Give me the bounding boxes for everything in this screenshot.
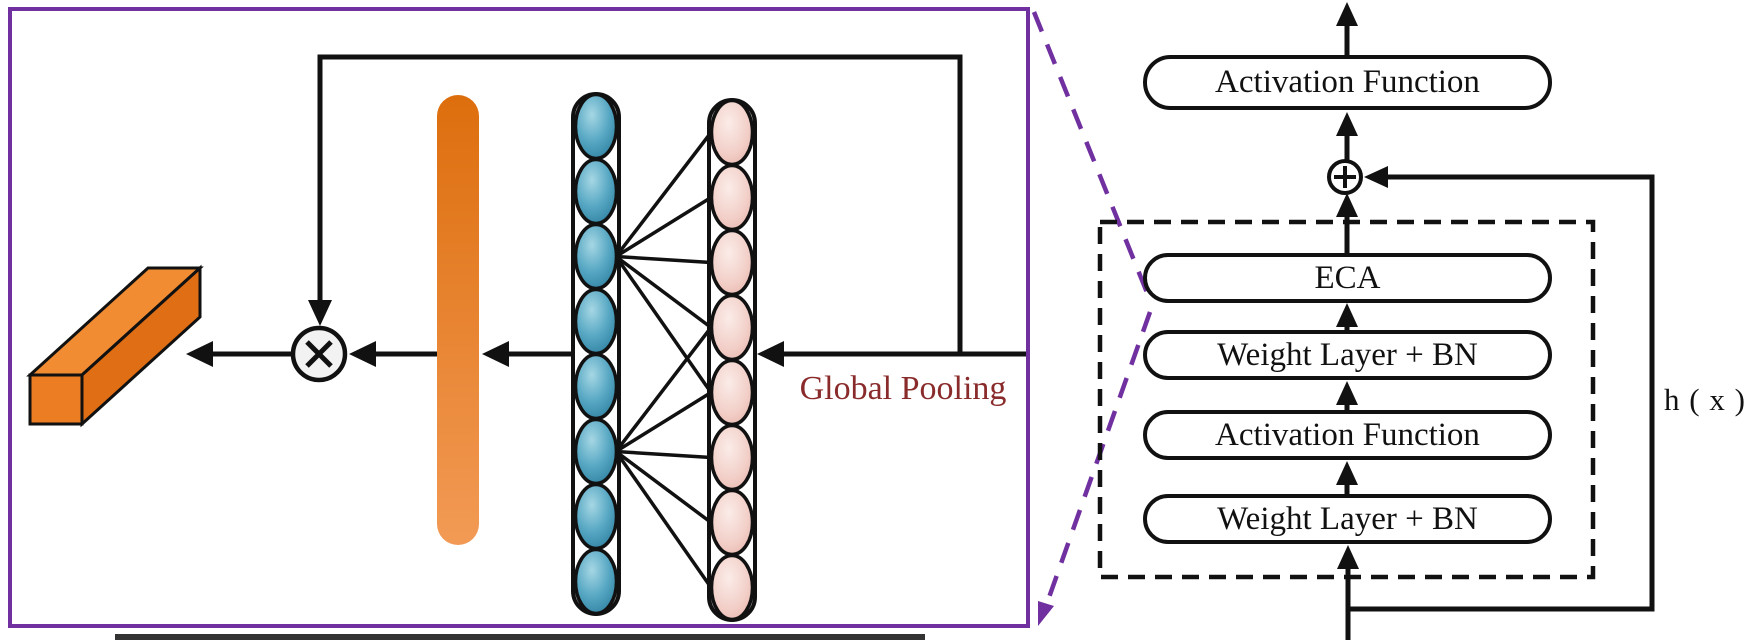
callout-arrowhead <box>1038 601 1054 626</box>
fan-connection-line <box>615 254 712 265</box>
skip-connection-line <box>1348 166 1655 612</box>
weight-layer-bn-box-2: Weight Layer + BN <box>1143 494 1552 544</box>
eca-detail-border <box>8 7 1030 628</box>
eca-box: ECA <box>1143 253 1552 303</box>
output-arrow <box>1336 2 1358 58</box>
hx-skip-label: h ( x ) <box>1664 382 1746 417</box>
activation-function-box-inner: Activation Function <box>1143 410 1552 460</box>
fan-connection-line <box>615 391 712 453</box>
activation-function-box-top: Activation Function <box>1143 55 1552 110</box>
eca-detail-panel <box>26 54 1028 640</box>
arrow-wl2-to-af2 <box>1336 461 1358 494</box>
arrow-to-output-bar <box>186 341 293 367</box>
pooled-vector <box>707 98 757 622</box>
arrow-wl1-to-eca <box>1336 303 1358 330</box>
input-and-identity-loop <box>308 54 1028 367</box>
conv-output-vector <box>571 92 621 616</box>
local-cross-channel-connections <box>614 131 713 589</box>
pink-node <box>709 553 755 622</box>
multiply-icon <box>290 325 348 383</box>
fan-connection-line <box>615 449 712 460</box>
global-pooling-label: Global Pooling <box>799 370 1007 407</box>
fan-connection-line <box>614 131 713 258</box>
zoom-callout-connectors <box>1031 11 1153 626</box>
fan-connection-line <box>614 450 713 589</box>
blue-nodes <box>573 92 619 616</box>
channel-attention-bar <box>437 95 479 545</box>
fan-connection-line <box>614 255 713 394</box>
arrow-add-to-activation <box>1336 112 1358 161</box>
blue-node <box>573 547 619 616</box>
residual-block-panel <box>1097 2 1655 640</box>
pink-nodes <box>709 98 755 622</box>
fan-connection-line <box>614 326 713 453</box>
fan-connection-line <box>615 196 712 258</box>
cropped-content-strip <box>115 634 925 640</box>
arrow-sigmoid-to-bar <box>482 341 573 367</box>
weight-layer-bn-box-1: Weight Layer + BN <box>1143 330 1552 380</box>
arrow-af2-to-wl1 <box>1336 381 1358 410</box>
feature-map-bar-3d <box>26 264 204 428</box>
fan-connection-line <box>614 450 713 524</box>
fan-connection-line <box>614 255 713 329</box>
input-arrow <box>1337 545 1359 640</box>
upper-callout-line <box>1031 11 1153 301</box>
add-icon <box>1327 159 1363 195</box>
arrow-weights-to-multiply <box>349 341 437 367</box>
arrow-eca-to-add <box>1336 193 1358 253</box>
